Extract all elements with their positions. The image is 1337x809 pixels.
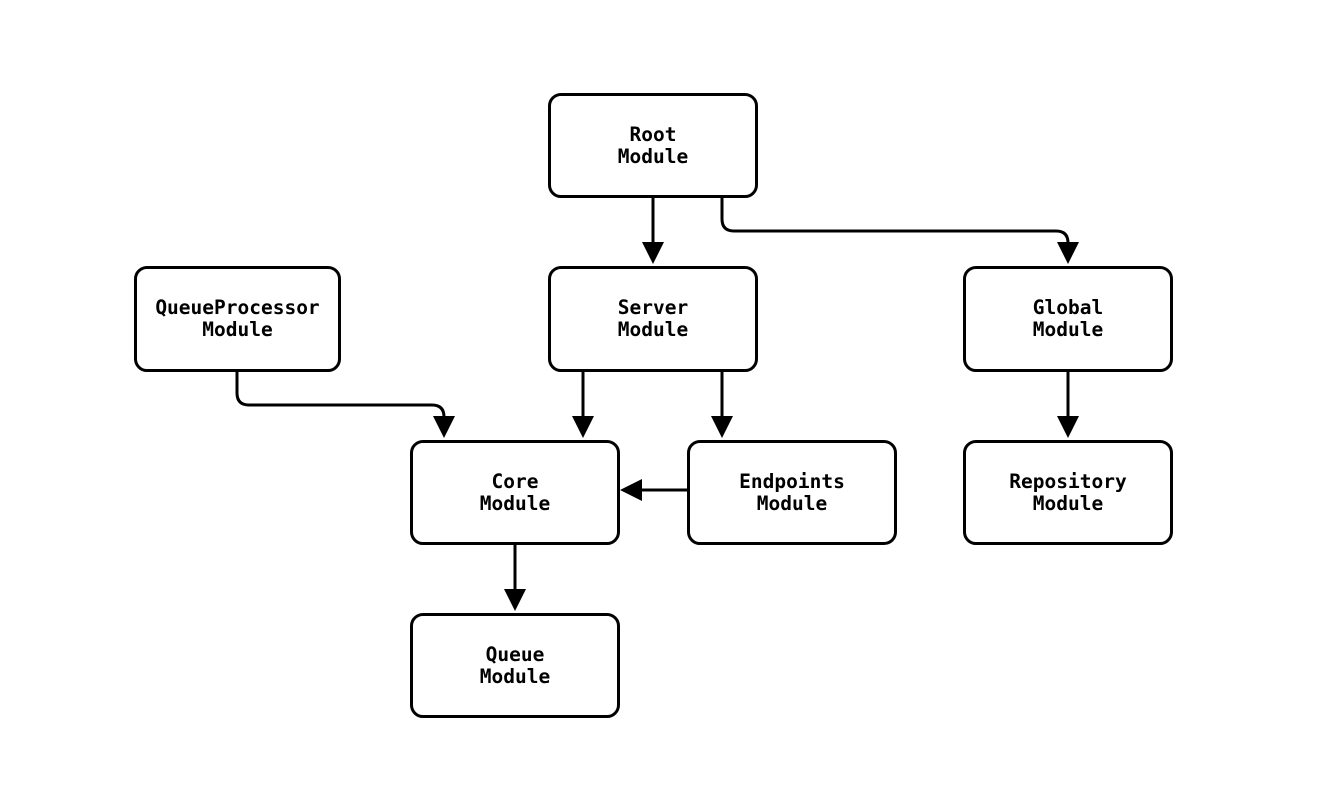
arrowhead-icon	[642, 242, 664, 264]
repository-module-node[interactable]: Repository Module	[963, 440, 1173, 545]
arrowhead-icon	[711, 416, 733, 438]
node-label-line2: Module	[479, 491, 551, 515]
arrowhead-icon	[1057, 242, 1079, 264]
node-label-line1: Endpoints	[739, 469, 845, 493]
core-module-node[interactable]: Core Module	[410, 440, 620, 545]
node-label-line1: QueueProcessor	[155, 296, 320, 319]
queueprocessor-module-node[interactable]: QueueProcessor Module	[134, 266, 341, 372]
node-label-line1: Queue	[485, 642, 545, 666]
node-label-line1: Repository	[1009, 469, 1127, 493]
global-module-node[interactable]: Global Module	[963, 266, 1173, 372]
node-label-line2: Module	[756, 491, 828, 515]
arrowhead-icon	[572, 416, 594, 438]
arrowhead-icon	[433, 416, 455, 438]
edge-global-to-repository	[1057, 372, 1079, 438]
arrowhead-icon	[1057, 416, 1079, 438]
edge-endpoints-to-core	[620, 479, 687, 501]
edge-core-to-queue	[504, 545, 526, 611]
node-label-line1: Global	[1032, 296, 1104, 319]
root-module-node[interactable]: Root Module	[548, 93, 758, 198]
node-label-line2: Module	[1032, 318, 1104, 341]
server-module-node[interactable]: Server Module	[548, 266, 758, 372]
node-label-line1: Core	[491, 469, 539, 493]
arrowhead-icon	[620, 479, 642, 501]
node-label-line2: Module	[479, 664, 551, 688]
node-label-line2: Module	[617, 318, 689, 341]
queue-module-node[interactable]: Queue Module	[410, 613, 620, 718]
edge-root-to-server	[642, 198, 664, 264]
edge-server-to-core	[572, 372, 594, 438]
edge-queueprocessor-to-core	[235, 372, 455, 438]
arrowhead-icon	[504, 589, 526, 611]
endpoints-module-node[interactable]: Endpoints Module	[687, 440, 897, 545]
node-label-line2: Module	[617, 144, 689, 168]
node-label-line2: Module	[202, 318, 273, 341]
node-label-line1: Server	[617, 296, 689, 319]
node-label-line2: Module	[1032, 491, 1104, 515]
edge-root-to-global	[720, 198, 1079, 264]
edge-server-to-endpoints	[711, 372, 733, 438]
node-label-line1: Root	[629, 122, 677, 146]
